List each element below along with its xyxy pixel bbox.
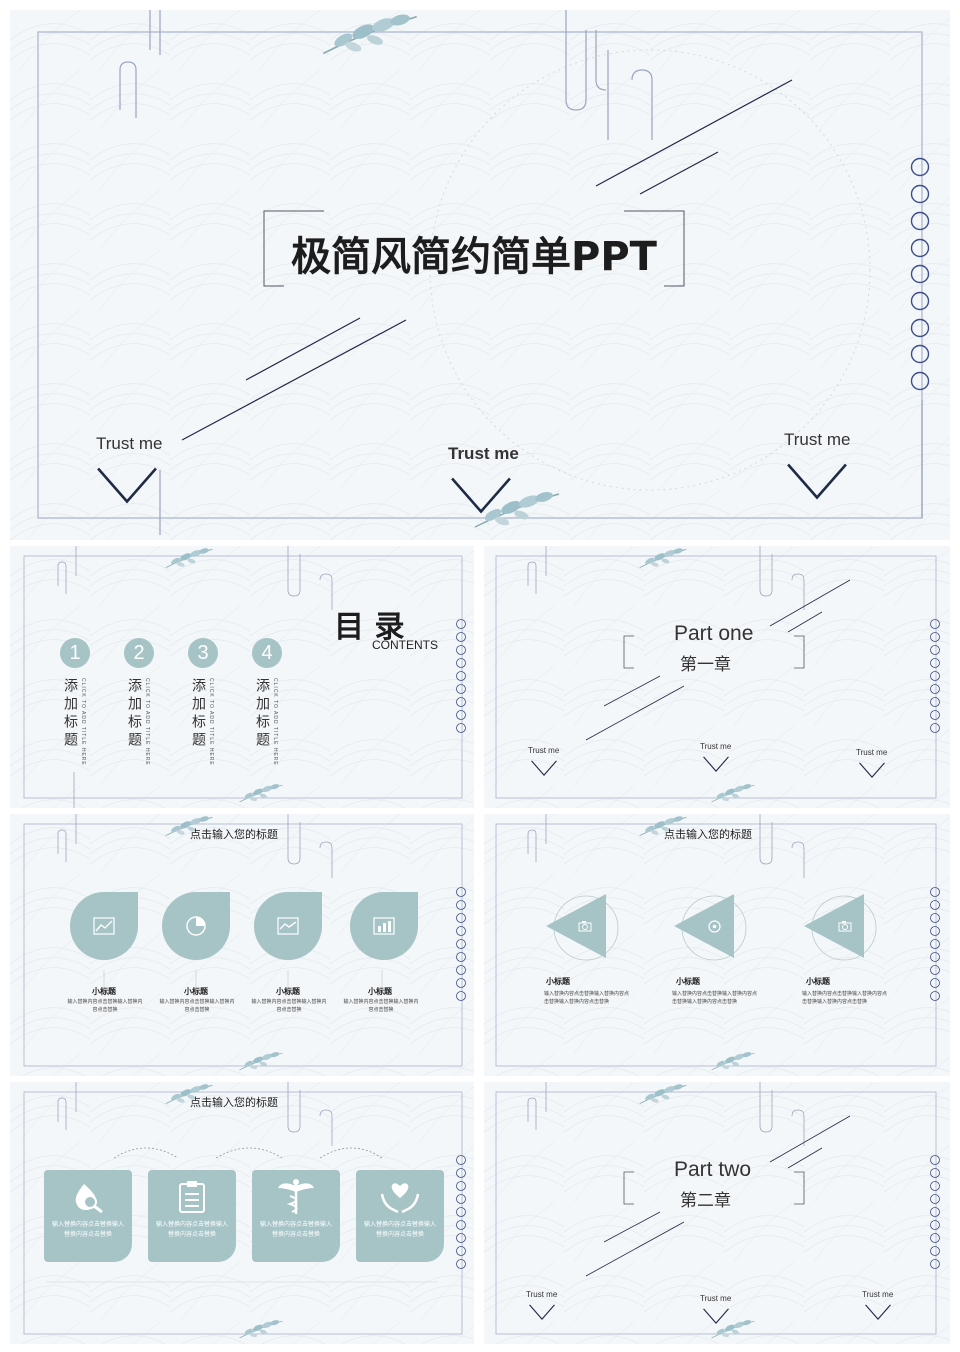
camera-icon: [838, 921, 852, 932]
toc-number-badge: 1: [60, 638, 90, 668]
card-description: 输入替换内容点击替换输入替换内容点击替换: [259, 1221, 332, 1238]
part-one-background: [484, 546, 950, 808]
item-title: 小标题: [676, 977, 700, 986]
cover-background: [10, 10, 950, 540]
card-description: 输入替换内容点击替换输入替换内容点击替换: [155, 1221, 228, 1238]
item-description: 输入替换内容点击替换输入替换内容点击替换输入替换内容点击替换: [672, 991, 758, 1005]
triangles-slide[interactable]: 点击输入您的标题 小标题 输入替换内容点击替换输入替换内容点击替换输入替换内容点…: [484, 814, 950, 1076]
sprig-decoration-bottom: [238, 782, 284, 805]
magnifier-icon: [75, 1184, 103, 1214]
card-description: 输入替换内容点击替换输入替换内容点击替换: [363, 1221, 436, 1238]
toc-item-4[interactable]: 4 添加标题 CLICK TO ADD TITLE HERE: [252, 638, 302, 768]
feature-card[interactable]: 输入替换内容点击替换输入替换内容点击替换: [356, 1170, 444, 1262]
sprig-decoration-bottom: [710, 1050, 756, 1073]
trust-label-left: Trust me: [528, 746, 560, 755]
toc-item-english: CLICK TO ADD TITLE HERE: [80, 678, 86, 766]
part-two-slide[interactable]: Part two 第二章 Trust me Trust me Trust me: [484, 1082, 950, 1344]
chevron-down-icon[interactable]: [858, 762, 886, 778]
toc-title: 目 录: [334, 610, 405, 645]
sprig-decoration-top: [320, 10, 420, 60]
trust-label-left: Trust me: [526, 1290, 558, 1299]
toc-number-badge: 2: [124, 638, 154, 668]
cover-slide[interactable]: 极简风简约简单PPT Trust me Trust me Trust me: [10, 10, 950, 540]
item-description: 输入替换内容点击替换输入替换内容点击替换输入替换内容点击替换: [544, 991, 630, 1005]
toc-number-badge: 3: [188, 638, 218, 668]
item-title: 小标题: [368, 987, 392, 996]
item-title: 小标题: [546, 977, 570, 986]
toc-item-label: 添加标题: [190, 678, 206, 750]
part-title: Part one: [674, 622, 754, 645]
sprig-decoration-top: [638, 546, 688, 571]
toc-background: [10, 546, 474, 808]
camera-icon: [578, 921, 592, 932]
slide-heading: 点击输入您的标题: [190, 1096, 278, 1109]
item-description: 输入替换内容点击替换输入替换内容点击替换: [343, 999, 419, 1013]
cover-title: 极简风简约简单PPT: [291, 234, 657, 280]
toc-item-label: 添加标题: [62, 678, 78, 750]
sprig-decoration-top: [164, 546, 214, 571]
sprig-decoration-top: [638, 1082, 688, 1107]
sprig-decoration-bottom: [238, 1050, 284, 1073]
chevron-down-icon[interactable]: [864, 1304, 892, 1320]
heart-hands-icon: [380, 1183, 420, 1214]
toc-item-2[interactable]: 2 添加标题 CLICK TO ADD TITLE HERE: [124, 638, 174, 768]
trust-label-right: Trust me: [856, 748, 888, 757]
chevron-down-icon[interactable]: [702, 756, 730, 772]
trust-label-left: Trust me: [96, 434, 163, 453]
toc-item-1[interactable]: 1 添加标题 CLICK TO ADD TITLE HERE: [60, 638, 110, 768]
toc-item-english: CLICK TO ADD TITLE HERE: [272, 678, 278, 766]
part-title: Part two: [674, 1158, 752, 1181]
item-title: 小标题: [92, 987, 116, 996]
part-subtitle: 第二章: [680, 1191, 731, 1211]
line-chart-icon: [70, 892, 138, 960]
image-chart-icon: [254, 892, 322, 960]
feature-card[interactable]: 输入替换内容点击替换输入替换内容点击替换: [252, 1170, 340, 1262]
trust-label-middle: Trust me: [448, 444, 519, 463]
cards-slide[interactable]: 点击输入您的标题 输入替换内容点击替换输入替换内容点击替换 输入替换内容点击替换…: [10, 1082, 474, 1344]
drops-slide[interactable]: 点击输入您的标题 小标题 输入替换内容点击替换输入替换内容点击替换 小标题 输入…: [10, 814, 474, 1076]
chevron-down-icon[interactable]: [528, 1304, 556, 1320]
item-title: 小标题: [276, 987, 300, 996]
caduceus-icon: [278, 1179, 314, 1214]
toc-item-english: CLICK TO ADD TITLE HERE: [208, 678, 214, 766]
chevron-down-icon[interactable]: [786, 462, 848, 500]
item-title: 小标题: [184, 987, 208, 996]
triangles-background: [484, 814, 950, 1076]
trust-label-middle: Trust me: [700, 742, 732, 751]
chevron-down-icon[interactable]: [96, 466, 158, 504]
sprig-decoration-bottom: [710, 782, 756, 805]
item-description: 输入替换内容点击替换输入替换内容点击替换: [67, 999, 143, 1013]
pie-chart-icon: [162, 892, 230, 960]
item-description: 输入替换内容点击替换输入替换内容点击替换: [159, 999, 235, 1013]
trust-label-right: Trust me: [784, 430, 851, 449]
item-title: 小标题: [806, 977, 830, 986]
toc-item-english: CLICK TO ADD TITLE HERE: [144, 678, 150, 766]
chevron-down-icon[interactable]: [530, 760, 558, 776]
item-description: 输入替换内容点击替换输入替换内容点击替换: [251, 999, 327, 1013]
disc-icon: [708, 920, 721, 933]
chevron-down-icon[interactable]: [702, 1308, 730, 1324]
slide-heading: 点击输入您的标题: [190, 828, 278, 841]
sprig-decoration-bottom: [238, 1318, 284, 1341]
feature-card[interactable]: 输入替换内容点击替换输入替换内容点击替换: [44, 1170, 132, 1262]
trust-label-middle: Trust me: [700, 1294, 732, 1303]
card-description: 输入替换内容点击替换输入替换内容点击替换: [51, 1221, 124, 1238]
toc-slide[interactable]: 目 录 CONTENTS 1 添加标题 CLICK TO ADD TITLE H…: [10, 546, 474, 808]
toc-subtitle: CONTENTS: [372, 638, 438, 652]
part-one-slide[interactable]: Part one 第一章 Trust me Trust me Trust me: [484, 546, 950, 808]
toc-item-3[interactable]: 3 添加标题 CLICK TO ADD TITLE HERE: [188, 638, 238, 768]
clipboard-icon: [179, 1181, 205, 1213]
part-two-background: [484, 1082, 950, 1344]
part-subtitle: 第一章: [680, 655, 731, 675]
slide-heading: 点击输入您的标题: [664, 828, 752, 841]
chevron-down-icon[interactable]: [450, 476, 512, 514]
bar-chart-icon: [350, 892, 418, 960]
toc-number-badge: 4: [252, 638, 282, 668]
feature-card[interactable]: 输入替换内容点击替换输入替换内容点击替换: [148, 1170, 236, 1262]
item-description: 输入替换内容点击替换输入替换内容点击替换输入替换内容点击替换: [802, 991, 888, 1005]
trust-label-right: Trust me: [862, 1290, 894, 1299]
toc-item-label: 添加标题: [126, 678, 142, 750]
toc-item-label: 添加标题: [254, 678, 270, 750]
